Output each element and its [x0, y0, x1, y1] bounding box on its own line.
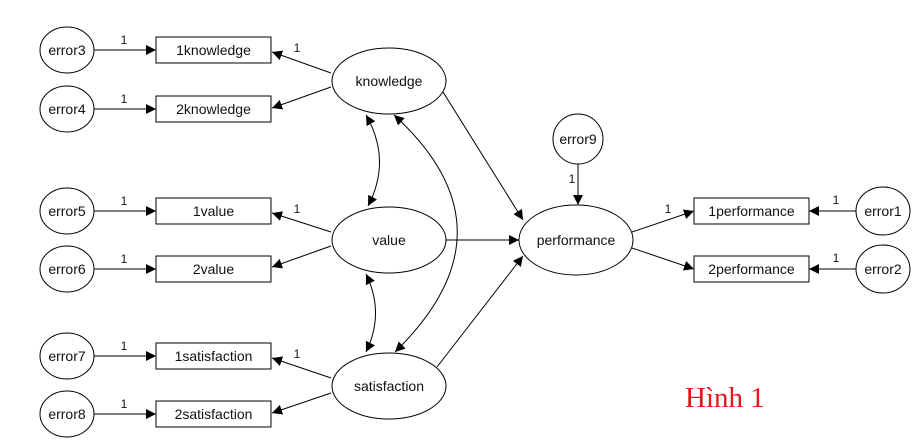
- observed-node-2knowledge: 2knowledge: [155, 95, 272, 123]
- observed-box: [693, 197, 810, 225]
- covariance-knowledge-satisfaction: [393, 114, 458, 353]
- observed-node-1value: 1value: [155, 197, 272, 225]
- path-weight-label: 1: [294, 202, 301, 216]
- node-label: 1knowledge: [176, 42, 251, 58]
- node-label: error3: [48, 42, 86, 58]
- path-value-to-2value: [271, 245, 332, 269]
- path-weight-label: 1: [569, 172, 576, 186]
- path-weight-label: 1: [294, 41, 301, 55]
- observed-box: [155, 36, 272, 64]
- node-label: error8: [48, 406, 86, 422]
- error-circle: [39, 390, 95, 438]
- error-circle: [855, 186, 911, 236]
- observed-box: [155, 400, 272, 428]
- observed-box: [155, 95, 272, 123]
- error-node-error2: error2: [855, 244, 911, 294]
- error-node-error6: error6: [39, 245, 95, 293]
- path-satisfaction-to-2satisfaction: [271, 392, 332, 415]
- node-label: error2: [864, 261, 902, 277]
- path-weight-label: 1: [665, 202, 672, 216]
- observed-box: [155, 342, 272, 370]
- node-label: knowledge: [356, 73, 423, 89]
- observed-node-1performance: 1performance: [693, 197, 810, 225]
- error-node-error4: error4: [39, 85, 95, 133]
- path-weight-label: 1: [121, 92, 128, 106]
- path-weight-label: 1: [121, 33, 128, 47]
- observed-node-1knowledge: 1knowledge: [155, 36, 272, 64]
- error-circle: [39, 85, 95, 133]
- error-circle: [39, 26, 95, 74]
- observed-node-2satisfaction: 2satisfaction: [155, 400, 272, 428]
- node-label: error9: [559, 131, 597, 147]
- latent-ellipse: [331, 352, 447, 420]
- latent-ellipse: [331, 206, 447, 274]
- node-label: 1satisfaction: [175, 348, 253, 364]
- path-performance-to-2performance: [631, 247, 695, 271]
- latent-node-value: value: [331, 206, 447, 274]
- node-label: performance: [537, 232, 616, 248]
- error-node-error8: error8: [39, 390, 95, 438]
- path-performance-to-1performance: [631, 209, 695, 233]
- error-circle: [855, 244, 911, 294]
- error-circle: [39, 332, 95, 380]
- latent-node-knowledge: knowledge: [331, 47, 447, 115]
- path-weight-label: 1: [294, 347, 301, 361]
- observed-box: [693, 255, 810, 283]
- latent-node-satisfaction: satisfaction: [331, 352, 447, 420]
- path-satisfaction-to-1satisfaction: [271, 356, 332, 379]
- path-value-to-1value: [271, 211, 332, 233]
- path-weight-label: 1: [121, 194, 128, 208]
- covariance-value-satisfaction: [365, 273, 376, 353]
- path-weight-label: 1: [833, 193, 840, 207]
- observed-node-2value: 2value: [155, 255, 272, 283]
- path-knowledge-to-2knowledge: [271, 86, 332, 110]
- node-label: 1value: [193, 203, 234, 219]
- path-satisfaction-to-performance: [436, 255, 524, 368]
- node-label: error5: [48, 203, 86, 219]
- node-label: error4: [48, 101, 86, 117]
- path-knowledge-to-1knowledge: [271, 50, 332, 74]
- node-label: 1performance: [708, 203, 795, 219]
- node-label: 2knowledge: [176, 101, 251, 117]
- error-node-error1: error1: [855, 186, 911, 236]
- latent-ellipse: [331, 47, 447, 115]
- observed-node-2performance: 2performance: [693, 255, 810, 283]
- error-node-error9: error9: [552, 113, 604, 165]
- path-weight-label: 1: [121, 339, 128, 353]
- path-weight-label: 1: [833, 251, 840, 265]
- observed-box: [155, 255, 272, 283]
- latent-node-performance: performance: [518, 204, 634, 276]
- edges-layer: 1 1 1 1 1 1 1 1 1 1 1 1 1: [94, 33, 856, 419]
- node-label: error6: [48, 261, 86, 277]
- node-label: error7: [48, 348, 86, 364]
- covariance-knowledge-value: [365, 114, 380, 207]
- path-weight-label: 1: [121, 397, 128, 411]
- node-label: value: [372, 232, 406, 248]
- latent-ellipse: [518, 204, 634, 276]
- error-circle: [552, 113, 604, 165]
- error-node-error7: error7: [39, 332, 95, 380]
- observed-node-1satisfaction: 1satisfaction: [155, 342, 272, 370]
- node-label: satisfaction: [354, 378, 424, 394]
- nodes-layer: knowledge value satisfaction performance 1kn…: [39, 26, 911, 438]
- figure-caption: Hình 1: [685, 382, 765, 414]
- node-label: 2satisfaction: [175, 406, 253, 422]
- error-circle: [39, 245, 95, 293]
- path-weight-label: 1: [121, 252, 128, 266]
- node-label: 2value: [193, 261, 234, 277]
- error-node-error5: error5: [39, 187, 95, 235]
- observed-box: [155, 197, 272, 225]
- path-knowledge-to-performance: [442, 91, 524, 221]
- node-label: 2performance: [708, 261, 795, 277]
- node-label: error1: [864, 203, 902, 219]
- error-circle: [39, 187, 95, 235]
- error-node-error3: error3: [39, 26, 95, 74]
